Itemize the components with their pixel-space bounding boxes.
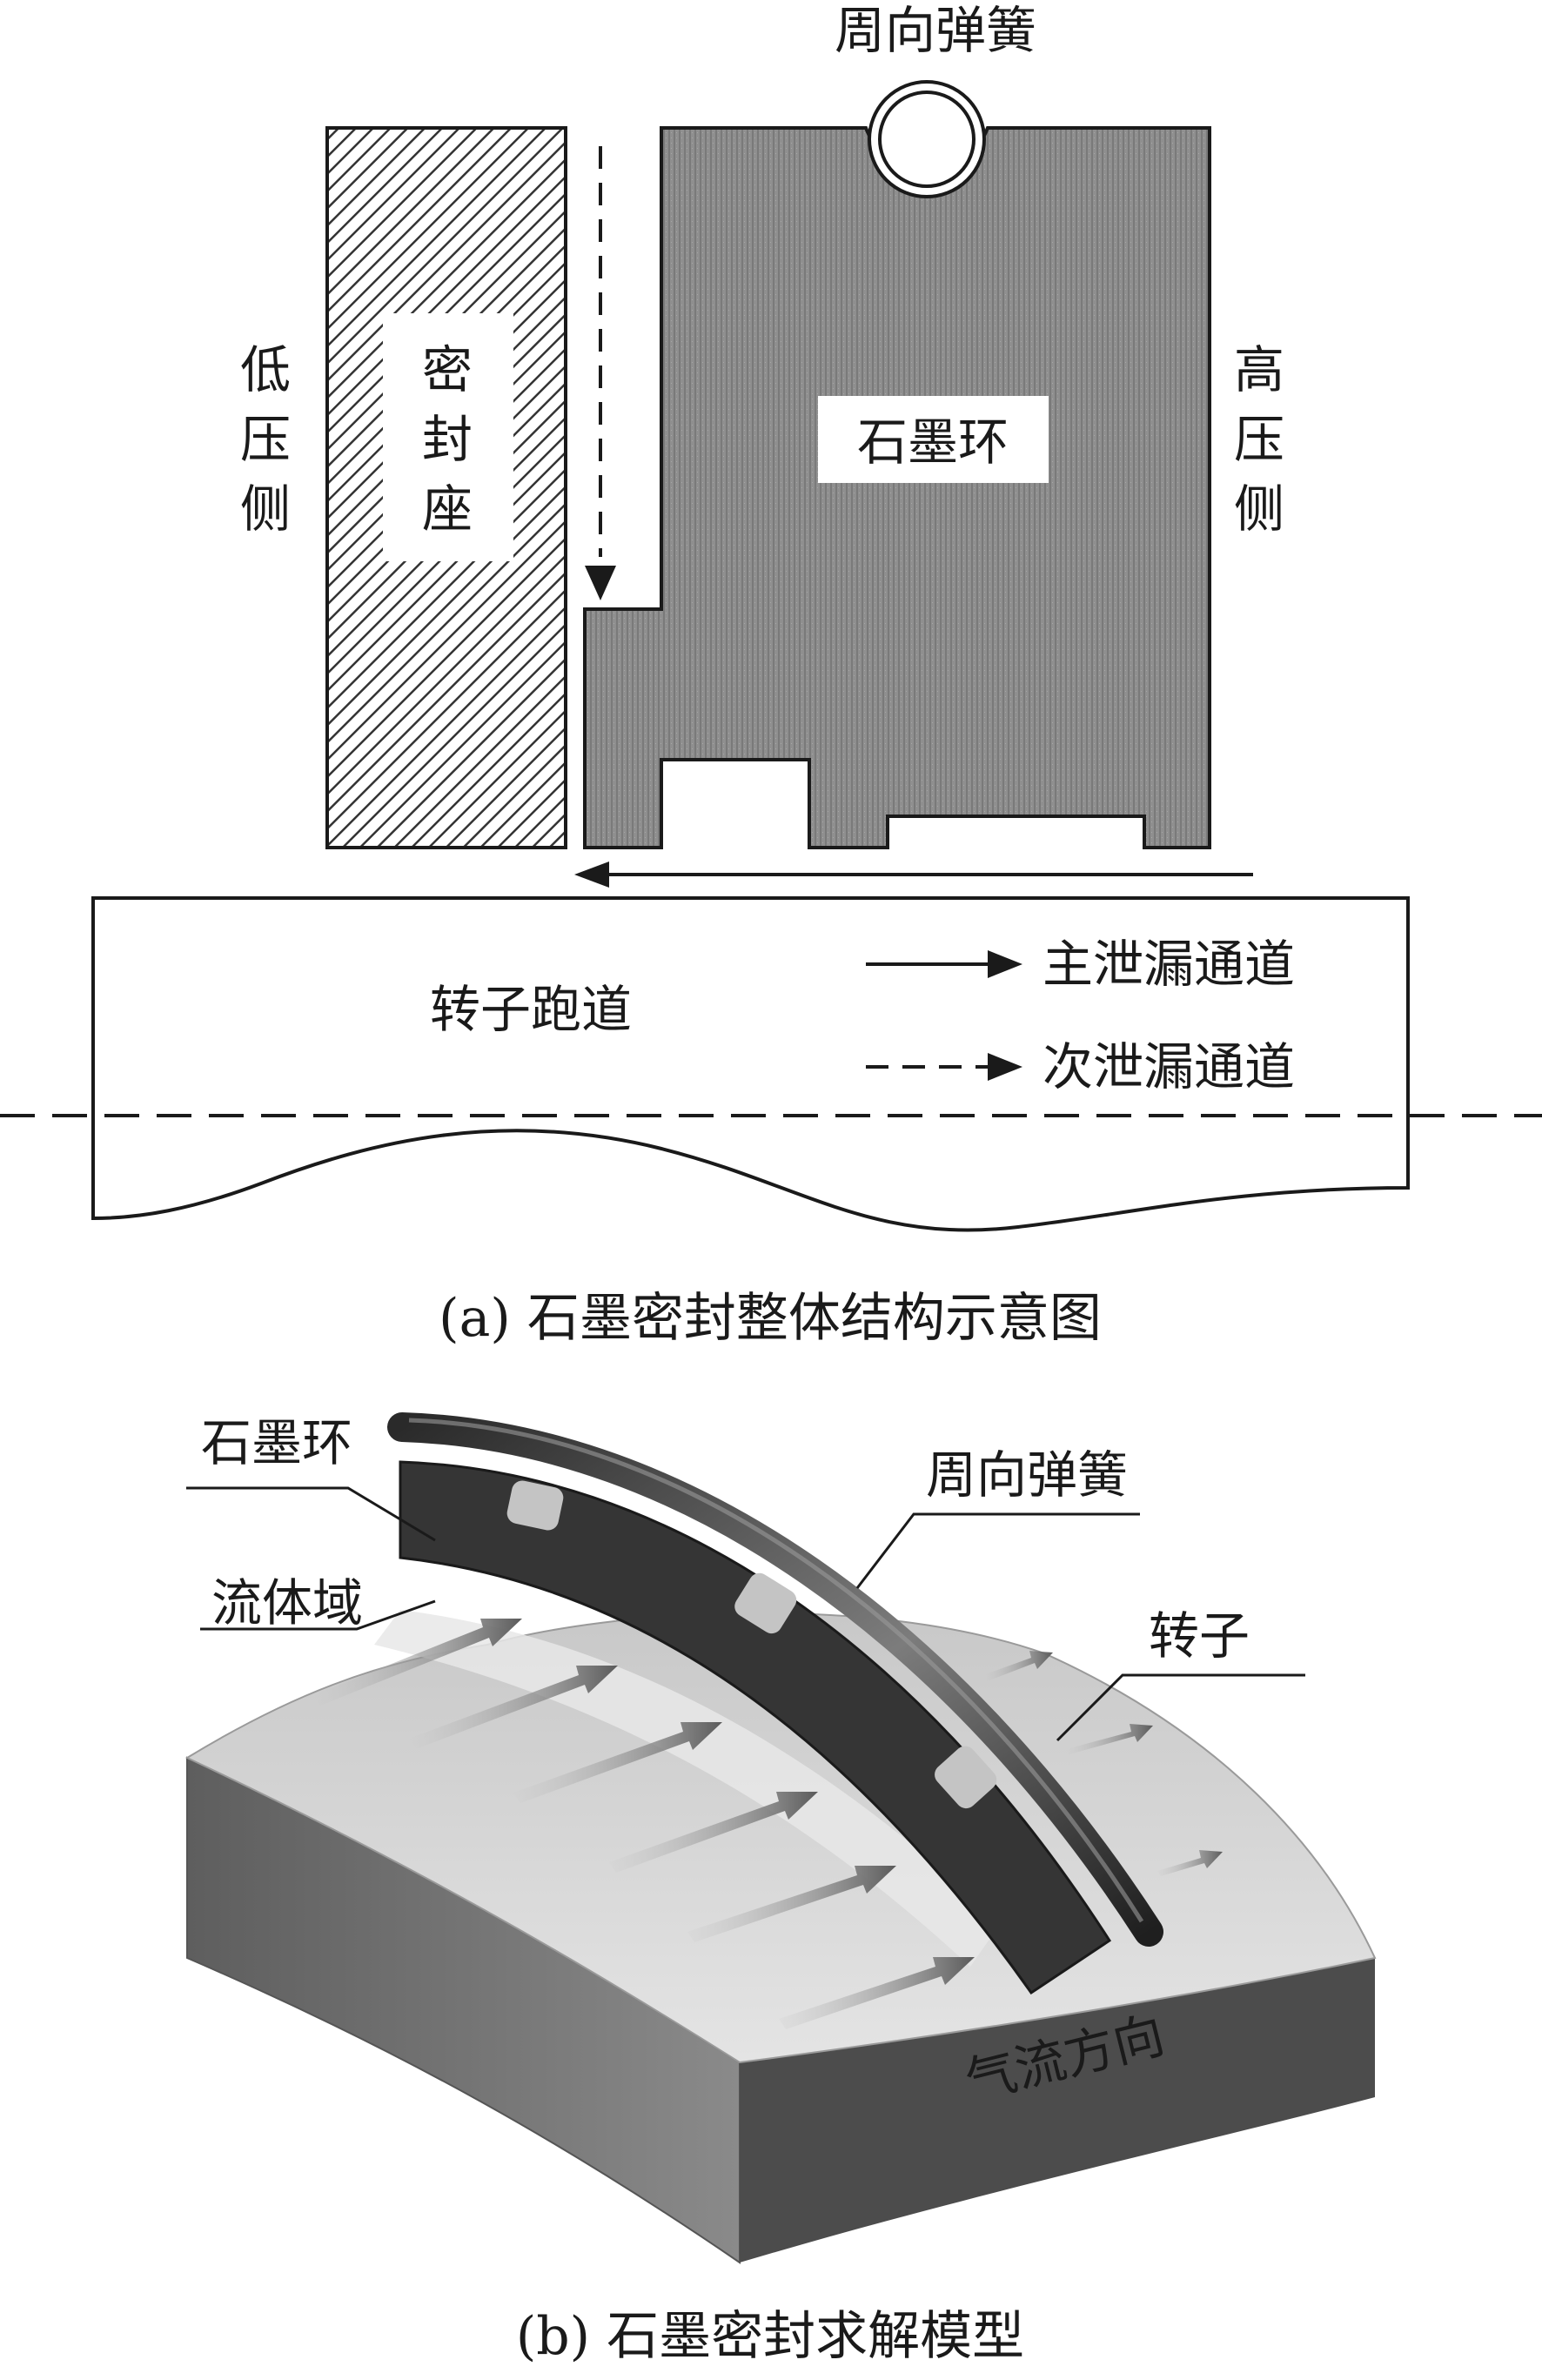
spring-circle-inner	[878, 91, 975, 188]
flow-arrow-1	[313, 1619, 522, 1706]
low-pressure-char-1: 低	[240, 340, 291, 399]
flow-arrow-3	[513, 1722, 722, 1803]
rotor-runner	[91, 896, 1410, 1232]
legend-secondary-label: 次泄漏通道	[1043, 1037, 1295, 1096]
rotor-runner-label: 转子跑道	[430, 980, 632, 1039]
primary-leak-arrowhead	[574, 861, 609, 888]
spring-label-a: 周向弹簧	[835, 1, 1036, 60]
graphite-ring-arc	[399, 1460, 1112, 1995]
figure-a: 密 封 座 石墨环 周向弹簧 低 压 侧 高 压 侧 转子跑道 主	[0, 1, 1542, 1349]
high-pressure-char-2: 压	[1234, 410, 1284, 469]
figure-b: 石墨环 周向弹簧 流体域 转子 气流方向 (b) 石墨密封求解模型	[184, 1412, 1377, 2367]
flow-arrow-9	[1157, 1850, 1223, 1876]
flow-arrow-8	[1066, 1724, 1153, 1754]
spring-label-b: 周向弹簧	[926, 1445, 1128, 1505]
flow-arrows	[313, 1619, 1223, 2029]
graphite-ring-label-box	[818, 396, 1049, 483]
seal-seat-char-1: 密	[422, 340, 473, 399]
fluid-label: 流体域	[211, 1573, 363, 1632]
ring-slot-1	[506, 1480, 564, 1531]
callout-fluid	[200, 1599, 436, 1631]
spring-highlight	[408, 1418, 1144, 1923]
flow-arrow-4	[609, 1792, 818, 1873]
graphite-ring	[583, 126, 1211, 849]
flow-arrow-5	[687, 1866, 896, 1942]
legend-secondary-arrowhead	[988, 1053, 1022, 1081]
graphite-ring-label-b: 石墨环	[201, 1413, 352, 1472]
legend-primary-arrowhead	[988, 950, 1022, 978]
rotor-label-b: 转子	[1149, 1606, 1250, 1666]
legend-primary-label: 主泄漏通道	[1043, 935, 1295, 994]
high-pressure-char-1: 高	[1234, 340, 1284, 399]
callout-rotor	[1056, 1673, 1305, 1742]
callout-graphite-ring	[186, 1486, 436, 1542]
flow-arrow-6	[779, 1957, 975, 2029]
flow-arrow-7	[983, 1651, 1053, 1681]
seal-seat-char-2: 封	[422, 410, 473, 469]
low-pressure-char-2: 压	[240, 410, 291, 469]
legend: 主泄漏通道 次泄漏通道	[866, 935, 1295, 1096]
callout-spring	[855, 1512, 1140, 1589]
low-pressure-char-3: 侧	[240, 479, 291, 539]
rotor-front-face	[740, 1958, 1375, 2263]
secondary-leak-arrowhead	[585, 566, 616, 600]
graphite-ring-label: 石墨环	[857, 412, 1009, 472]
spring-tube	[387, 1412, 1163, 1947]
flow-arrow-2	[409, 1666, 618, 1749]
caption-a: (a) 石墨密封整体结构示意图	[439, 1288, 1102, 1349]
ring-slot-2	[734, 1572, 797, 1634]
ring-slot-3	[935, 1746, 997, 1809]
seal-seat-char-3: 座	[422, 479, 473, 539]
seal-seat-label-box	[383, 313, 513, 561]
fluid-domain	[374, 1610, 1001, 1967]
high-pressure-char-3: 侧	[1234, 479, 1284, 539]
caption-b: (b) 石墨密封求解模型	[516, 2306, 1024, 2367]
